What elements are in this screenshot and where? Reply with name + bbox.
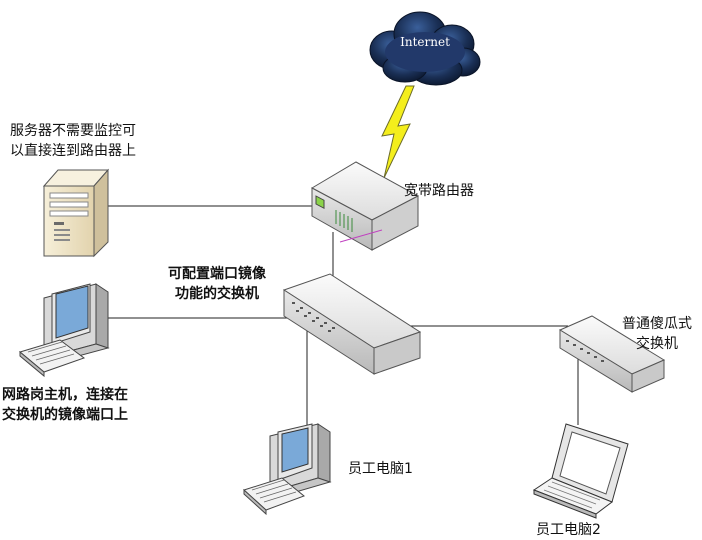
router-icon xyxy=(310,161,420,251)
connection-lines xyxy=(108,205,579,428)
plain-switch-label: 普通傻瓜式 交换机 xyxy=(622,316,692,352)
mirror-switch-icon xyxy=(282,273,422,375)
laptop-icon xyxy=(532,423,629,519)
server-icon xyxy=(42,168,110,258)
internet-label: Internet xyxy=(400,35,450,49)
server-label: 服务器不需要监控可 以直接连到路由器上 xyxy=(10,123,136,159)
monitor-pc-icon xyxy=(18,283,110,378)
plain-switch-icon xyxy=(558,315,666,393)
employee-pc1-label: 员工电脑1 xyxy=(348,461,413,477)
employee-pc1-icon xyxy=(243,423,332,516)
employee-pc2-label: 员工电脑2 xyxy=(536,522,601,538)
router-label: 宽带路由器 xyxy=(404,183,474,199)
lightning-icon xyxy=(381,85,415,179)
internet-cloud-icon: Internet xyxy=(369,11,481,86)
mirror-switch-label: 可配置端口镜像 功能的交换机 xyxy=(168,266,266,302)
monitor-pc-label: 网路岗主机，连接在 交换机的镜像端口上 xyxy=(2,387,128,423)
